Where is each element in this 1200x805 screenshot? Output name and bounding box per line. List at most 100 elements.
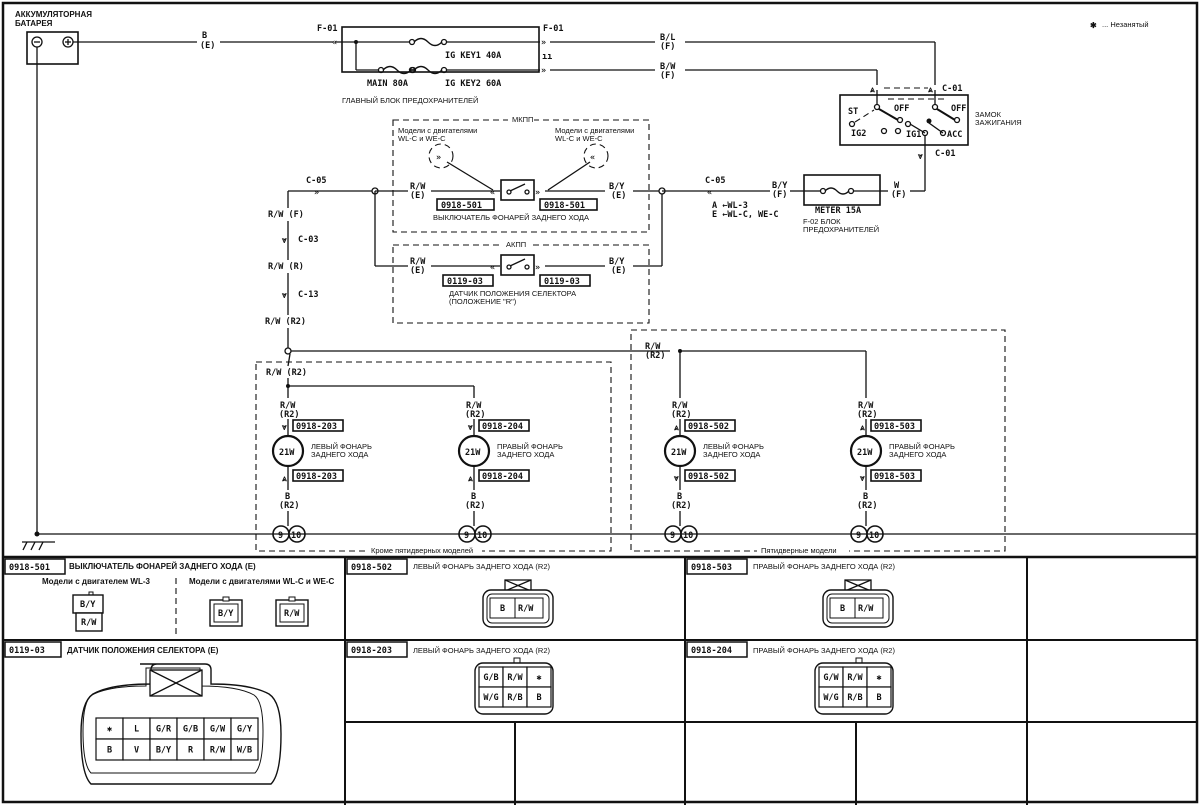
connector-icon: ⩔ [281,236,288,246]
ground-terminal-label: 10 [477,531,487,541]
connector-label: C-01 [942,84,962,94]
pin-label: B/Y [80,600,96,610]
wire-label: R/W (R) [268,262,304,272]
pin-label: W/G [483,693,498,703]
connector-code: 0918-501 [544,201,585,211]
ignition-switch-label: ЗАМОК [975,110,1002,119]
pin-cell [526,686,552,708]
wire-label: R/W [672,401,688,411]
wire-label: R/W [410,257,426,267]
switch-position-label: IG2 [851,129,866,139]
connector-icon: ⩔ [673,474,680,484]
wire-label: W [894,181,900,191]
wire-label: R/W [410,182,426,192]
component-label: ДАТЧИК ПОЛОЖЕНИЯ СЕЛЕКТОРА [449,289,576,298]
battery-label: АККУМУЛЯТОРНАЯ [15,10,92,19]
panel-title: ЛЕВЫЙ ФОНАРЬ ЗАДНЕГО ХОДА (R2) [413,646,551,655]
connector-code: 0918-503 [874,422,915,432]
pin-label: R/W [81,618,97,628]
pin-label: V [134,746,139,756]
connector-icon: » [535,188,540,198]
pin-label: G/W [823,673,839,683]
lamp-label: ПРАВЫЙ ФОНАРЬ [497,442,563,451]
pin-label: G/R [156,725,172,735]
connector-note: E ←WL-C, WE-C [712,210,779,220]
pin-label: W/G [823,693,838,703]
panel-code: 0918-502 [351,563,392,573]
connector-code: 0918-503 [874,472,915,482]
akpp-section: АКПП R/W (E) « » B/Y (E) 0119-03 0119-03… [374,191,663,324]
wire-code: (R2) [671,410,691,420]
wire-label: B [285,492,290,502]
connector-icon: ⩓ [927,85,934,95]
connector-icon: ⩔ [917,152,924,162]
ground-terminal-label: 10 [869,531,879,541]
ignition-switch-label-2: ЗАЖИГАНИЯ [975,118,1022,127]
model-note: Модели с двигателями [398,126,477,135]
connector-code: 0119-03 [447,277,483,287]
group-five-door: Пятидверные модели R/W (R2) [630,329,1006,555]
battery-label-2: БАТАРЕЯ [15,19,53,28]
connector-icon: « [490,188,495,198]
ground-terminal-label: 10 [683,531,693,541]
connector-label: C-01 [935,149,955,159]
panel-0918-502: 0918-502 ЛЕВЫЙ ФОНАРЬ ЗАДНЕГО ХОДА (R2) … [346,558,554,628]
panel-code: 0119-03 [9,646,45,656]
model-note: WL-C и WE-C [398,134,446,143]
wire-code: (R2) [465,501,485,511]
group-caption: Пятидверные модели [761,546,837,555]
connector-code: 0918-203 [296,472,337,482]
wire-code: (E) [200,41,215,51]
ignition-switch: ⩓ ⩓ C-01 ST OFF OFF IG2 IG1 ACC ЗАМОК ЗА… [839,84,1022,191]
component-label: ВЫКЛЮЧАТЕЛЬ ФОНАРЕЙ ЗАДНЕГО ХОДА [433,213,589,222]
pin-label: ✱ [536,673,541,683]
panel-0119-03: 0119-03 ДАТЧИК ПОЛОЖЕНИЯ СЕЛЕКТОРА (E) ✱… [4,641,282,785]
connector-icon: » [541,66,546,76]
switch-position-label: OFF [894,104,909,114]
wire-label: R/W [858,401,874,411]
wire-label: R/W (R2) [265,317,306,327]
fuse-block-label-2: ПРЕДОХРАНИТЕЛЕЙ [803,225,879,234]
wire-code: (E) [410,266,425,276]
switch-position-label: IG1 [906,130,921,140]
wire-code: (E) [410,191,425,201]
wire-code: (F) [660,42,675,52]
connector-icon: ⩓ [859,423,866,433]
connector-panels [3,557,1197,805]
connector-icon: ⩓ [467,474,474,484]
connector-code: 0918-203 [296,422,337,432]
model-note: Модели с двигателями [555,126,634,135]
lamp-label-2: ЗАДНЕГО ХОДА [889,450,946,459]
connector-icon: « [590,153,595,163]
panel-title: ВЫКЛЮЧАТЕЛЬ ФОНАРЕЙ ЗАДНЕГО ХОДА (E) [69,562,256,571]
wire-label: B [863,492,868,502]
wire-code: (F) [772,190,787,200]
fuse-label: MAIN 80A [367,79,408,89]
panel-0918-501: 0918-501 ВЫКЛЮЧАТЕЛЬ ФОНАРЕЙ ЗАДНЕГО ХОД… [4,558,335,636]
wire-code: (R2) [671,501,691,511]
wire-code: (R2) [465,410,485,420]
pin-label: R/B [507,693,522,703]
legend-symbol: ✱ [1090,21,1097,30]
fuse-icon [408,37,448,47]
lamp-wattage: 21W [465,448,481,458]
wire-label: R/W [645,342,661,352]
pin-label: R/W [284,609,300,619]
panel-0918-503: 0918-503 ПРАВЫЙ ФОНАРЬ ЗАДНЕГО ХОДА (R2)… [686,558,895,628]
wire-label: B/Y [772,181,788,191]
connector-label: C-13 [298,290,318,300]
connector-code: 0918-502 [688,422,729,432]
connector-icon: « [490,263,495,273]
panel-code: 0918-501 [9,563,50,573]
lamp-label: ЛЕВЫЙ ФОНАРЬ [311,442,372,451]
connector-note: A ←WL-3 [712,201,748,211]
lamp-label: ЛЕВЫЙ ФОНАРЬ [703,442,764,451]
connector-label: F-01 [317,24,337,34]
lamp-wattage: 21W [671,448,687,458]
pin-label: G/B [183,725,198,735]
pin-cell [866,686,892,708]
wire-label: R/W (F) [268,210,304,220]
connector-icon: ⩔ [467,423,474,433]
connector-icon: ⩓ [869,85,876,95]
